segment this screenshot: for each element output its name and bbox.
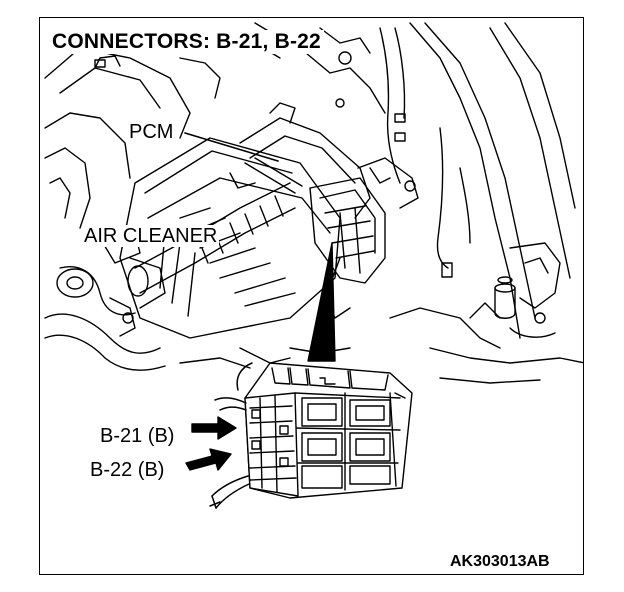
pcm-detail (209, 362, 413, 509)
pcm-label: PCM (127, 121, 176, 143)
figure-code: AK303013AB (450, 553, 550, 570)
b21-connector-label: B-21 (B) (98, 425, 177, 447)
b22-connector-label: B-22 (B) (88, 459, 167, 481)
b22-arrow (185, 448, 232, 471)
pointer-wedge (307, 242, 336, 362)
b21-arrow (191, 416, 237, 440)
engine-bay-background (44, 22, 583, 384)
diagram-frame: CONNECTORS: B-21, B-22 PCM AIR CLEANER B… (39, 17, 584, 575)
connector-arrows (185, 416, 237, 471)
air-cleaner-assembly (109, 102, 371, 339)
diagram-title: CONNECTORS: B-21, B-22 (50, 30, 324, 54)
air-cleaner-label: AIR CLEANER (82, 225, 220, 247)
pcm-leader-line (184, 132, 279, 162)
engine-bay-illustration (44, 22, 583, 509)
